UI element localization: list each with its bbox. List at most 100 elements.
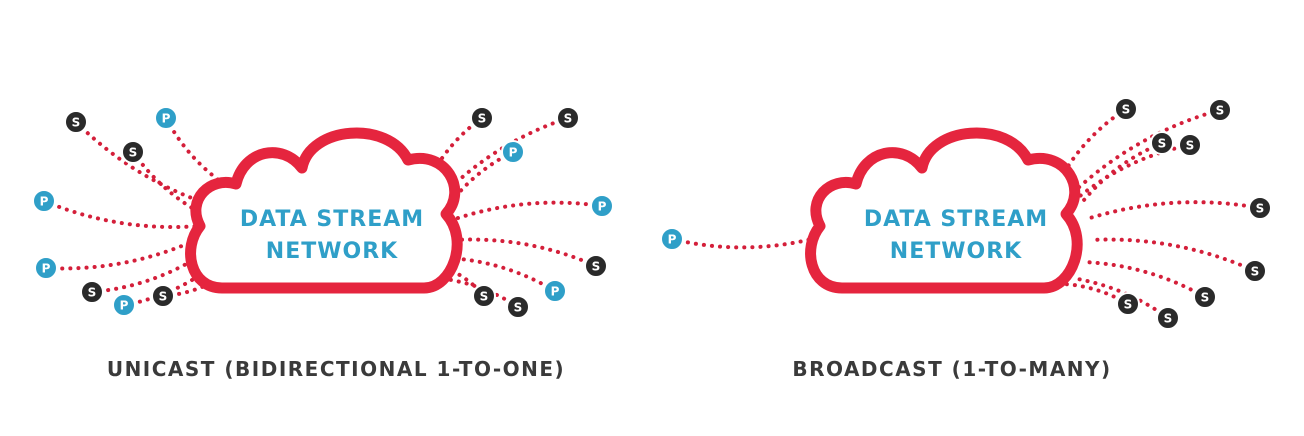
unicast-node-label-1: P	[162, 112, 171, 126]
broadcast-node-subscriber-4: S	[1248, 196, 1272, 220]
broadcast-node-circle-1	[1114, 97, 1138, 121]
broadcast-connector-4	[1088, 200, 1262, 220]
unicast-node-label-7: S	[159, 290, 168, 304]
unicast-node-circle-1	[154, 106, 178, 130]
broadcast-node-subscriber-8: S	[1116, 292, 1140, 316]
unicast-node-publisher-4: P	[34, 256, 58, 280]
unicast-cloud-title-line2: NETWORK	[266, 239, 398, 264]
unicast-connector-5	[90, 254, 202, 294]
unicast-node-circle-0	[64, 110, 88, 134]
unicast-node-subscriber-2: S	[121, 140, 145, 164]
unicast-node-subscriber-0: S	[64, 110, 88, 134]
broadcast-node-label-0: P	[668, 233, 677, 247]
broadcast-node-label-9: S	[1186, 139, 1195, 153]
unicast-node-circle-10	[501, 140, 525, 164]
broadcast-node-circle-9	[1178, 133, 1202, 157]
unicast-cloud-title-line1: DATA STREAM	[240, 207, 424, 232]
unicast-node-label-15: P	[551, 285, 560, 299]
broadcast-node-label-7: S	[1164, 312, 1173, 326]
broadcast-node-label-5: S	[1251, 265, 1260, 279]
broadcast-node-circle-8	[1116, 292, 1140, 316]
broadcast-cloud-title-line1: DATA STREAM	[864, 207, 1048, 232]
broadcast-connector-1	[1060, 107, 1128, 178]
unicast-caption: UNICAST (BIDIRECTIONAL 1-TO-ONE)	[107, 357, 565, 381]
unicast-node-subscriber-14: S	[506, 295, 530, 319]
broadcast-node-subscriber-7: S	[1156, 306, 1180, 330]
broadcast-node-circle-2	[1208, 98, 1232, 122]
unicast-node-label-0: S	[72, 116, 81, 130]
broadcast-caption: BROADCAST (1-TO-MANY)	[792, 357, 1111, 381]
broadcast-node-label-1: S	[1122, 103, 1131, 117]
unicast-node-subscriber-13: S	[472, 284, 496, 308]
unicast-connector-13	[444, 266, 486, 298]
unicast-node-publisher-1: P	[154, 106, 178, 130]
unicast-node-publisher-10: P	[501, 140, 525, 164]
unicast-connector-3	[42, 199, 202, 230]
unicast-node-label-5: S	[88, 286, 97, 300]
unicast-node-label-3: P	[40, 195, 49, 209]
unicast-node-circle-11	[590, 194, 614, 218]
unicast-node-circle-3	[32, 189, 56, 213]
broadcast-node-publisher-0: P	[660, 227, 684, 251]
unicast-node-subscriber-12: S	[584, 254, 608, 278]
broadcast-cloud-title-line2: NETWORK	[890, 239, 1022, 264]
unicast-node-label-6: P	[120, 299, 129, 313]
broadcast-node-circle-0	[660, 227, 684, 251]
broadcast-node-subscriber-5: S	[1243, 259, 1267, 283]
unicast-connector-0	[74, 120, 216, 208]
nodes: S P S P P S P S S S P P S S S P P S S S S S S S S S	[32, 97, 1272, 330]
unicast-connector-15	[448, 256, 557, 293]
unicast-node-circle-6	[112, 293, 136, 317]
unicast-connector-9	[440, 116, 570, 198]
unicast-node-circle-13	[472, 284, 496, 308]
unicast-node-label-2: S	[129, 146, 138, 160]
broadcast-node-circle-4	[1248, 196, 1272, 220]
unicast-node-publisher-15: P	[543, 279, 567, 303]
unicast-connector-1	[164, 116, 226, 186]
unicast-node-subscriber-7: S	[151, 284, 175, 308]
unicast-node-label-11: P	[598, 200, 607, 214]
unicast-node-circle-2	[121, 140, 145, 164]
broadcast-node-label-3: S	[1158, 137, 1167, 151]
broadcast-node-circle-5	[1243, 259, 1267, 283]
unicast-node-publisher-6: P	[112, 293, 136, 317]
unicast-node-circle-12	[584, 254, 608, 278]
broadcast-node-subscriber-3: S	[1150, 131, 1174, 155]
unicast-cloud: DATA STREAM NETWORK	[185, 127, 463, 294]
broadcast-node-label-4: S	[1256, 202, 1265, 216]
unicast-node-circle-4	[34, 256, 58, 280]
broadcast-node-circle-7	[1156, 306, 1180, 330]
unicast-node-label-4: P	[42, 262, 51, 276]
unicast-node-subscriber-5: S	[80, 280, 104, 304]
broadcast-node-subscriber-1: S	[1114, 97, 1138, 121]
broadcast-node-subscriber-9: S	[1178, 133, 1202, 157]
broadcast-node-label-8: S	[1124, 298, 1133, 312]
unicast-node-label-12: S	[592, 260, 601, 274]
broadcast-cloud: DATA STREAM NETWORK	[805, 127, 1083, 294]
unicast-node-publisher-11: P	[590, 194, 614, 218]
unicast-connector-11	[450, 200, 604, 222]
broadcast-node-label-2: S	[1216, 104, 1225, 118]
broadcast-node-circle-6	[1193, 285, 1217, 309]
unicast-connector-4	[44, 238, 198, 271]
unicast-node-label-10: P	[509, 146, 518, 160]
unicast-node-circle-9	[556, 106, 580, 130]
unicast-node-circle-5	[80, 280, 104, 304]
broadcast-connector-0	[670, 237, 814, 250]
broadcast-node-subscriber-6: S	[1193, 285, 1217, 309]
broadcast-cloud-shape	[805, 127, 1083, 294]
unicast-node-label-8: S	[478, 112, 487, 126]
unicast-node-circle-8	[470, 106, 494, 130]
broadcast-node-circle-3	[1150, 131, 1174, 155]
unicast-node-publisher-3: P	[32, 189, 56, 213]
unicast-node-subscriber-8: S	[470, 106, 494, 130]
unicast-node-label-13: S	[480, 290, 489, 304]
broadcast-node-subscriber-2: S	[1208, 98, 1232, 122]
unicast-connector-12	[452, 237, 598, 268]
unicast-node-label-14: S	[514, 301, 523, 315]
unicast-node-subscriber-9: S	[556, 106, 580, 130]
unicast-node-label-9: S	[564, 112, 573, 126]
broadcast-connector-6	[1082, 260, 1207, 299]
